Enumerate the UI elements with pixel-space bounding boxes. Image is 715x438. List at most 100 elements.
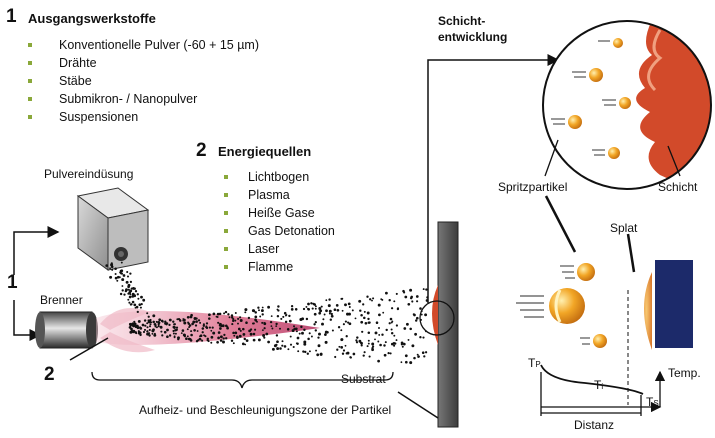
particle-dot bbox=[367, 317, 370, 321]
splat-pointer bbox=[626, 233, 636, 273]
particle-dot bbox=[122, 274, 126, 277]
particle-dot bbox=[114, 276, 118, 280]
substrate-plate bbox=[432, 221, 459, 428]
particle-dot bbox=[419, 336, 422, 339]
particle-dot bbox=[292, 345, 295, 349]
particle-dot bbox=[312, 302, 315, 306]
particle-dot bbox=[245, 339, 249, 342]
particle-dot bbox=[359, 341, 362, 344]
particle-dot bbox=[355, 341, 359, 344]
particle-dot bbox=[126, 275, 130, 278]
particle-dot bbox=[377, 359, 380, 363]
particle-dot bbox=[168, 318, 172, 322]
particle-dot bbox=[400, 361, 403, 364]
powder-injector-box-icon bbox=[76, 187, 150, 271]
particle-dot bbox=[288, 314, 291, 318]
particle-dot bbox=[290, 308, 294, 311]
particle-dot bbox=[212, 312, 216, 316]
particle-dot bbox=[129, 303, 132, 306]
particle-dot bbox=[116, 279, 119, 282]
particle-dot bbox=[422, 288, 425, 291]
particle-dot bbox=[336, 308, 340, 312]
particle-stream bbox=[105, 261, 429, 365]
particle-dot bbox=[307, 302, 310, 306]
particle-dot bbox=[138, 303, 141, 306]
particle-dot bbox=[236, 336, 239, 339]
particle-dot bbox=[403, 327, 407, 330]
particle-dot bbox=[360, 320, 364, 324]
particle-dot bbox=[349, 356, 352, 359]
particle-dot bbox=[129, 293, 132, 296]
particle-dot bbox=[218, 323, 222, 327]
particle-dot bbox=[419, 307, 422, 310]
particle-dot bbox=[390, 307, 394, 310]
particle-dot bbox=[218, 312, 222, 316]
particle-dot bbox=[165, 322, 169, 325]
particle-dot bbox=[363, 310, 366, 313]
particle-dot bbox=[146, 330, 149, 333]
particle-dot bbox=[394, 342, 397, 345]
particle-dot bbox=[181, 329, 185, 332]
particle-dot bbox=[409, 296, 413, 300]
particle-dot bbox=[363, 351, 366, 354]
particle-dot bbox=[177, 336, 180, 340]
particle-dot bbox=[114, 272, 117, 276]
particle-dot bbox=[368, 355, 371, 358]
particle-dot bbox=[295, 342, 298, 345]
particle-dot bbox=[258, 309, 260, 312]
particle-dot bbox=[219, 327, 222, 330]
particle-dot bbox=[146, 332, 150, 336]
particle-dot bbox=[109, 275, 113, 279]
particle-dot bbox=[411, 344, 415, 348]
particle-dot bbox=[366, 345, 369, 348]
particle-dot bbox=[424, 313, 428, 317]
particle-dot bbox=[395, 292, 398, 295]
particle-dot bbox=[174, 332, 177, 335]
particle-dot bbox=[415, 295, 419, 298]
particle-dot bbox=[232, 318, 235, 321]
particle-dot bbox=[302, 307, 306, 311]
particle-dot bbox=[283, 311, 287, 315]
temp-label: Temp. bbox=[668, 366, 701, 380]
particle-dot bbox=[146, 322, 149, 325]
particle-dot bbox=[310, 335, 313, 338]
particle-dot bbox=[195, 320, 198, 323]
particle-dot bbox=[276, 340, 279, 344]
list-item: Suspensionen bbox=[26, 108, 259, 126]
particle-dot bbox=[242, 327, 245, 331]
particle-dot bbox=[289, 343, 293, 346]
particle-dot bbox=[136, 293, 139, 296]
particle-dot bbox=[304, 350, 307, 354]
particle-dot bbox=[391, 320, 394, 323]
particle-dot bbox=[195, 340, 199, 343]
particle-dot bbox=[271, 347, 275, 351]
particle-dot bbox=[254, 315, 258, 319]
particle-dot bbox=[384, 341, 387, 344]
particle-dot bbox=[411, 300, 414, 303]
list-item: Submikron- / Nanopulver bbox=[26, 90, 259, 108]
particle-dot bbox=[354, 317, 357, 320]
particle-dot bbox=[313, 312, 317, 316]
particle-dot bbox=[262, 334, 266, 337]
particle-dot bbox=[277, 305, 280, 308]
particle-dot bbox=[277, 309, 280, 312]
particle-dot bbox=[306, 352, 309, 355]
particle-dot bbox=[225, 324, 228, 328]
particle-dot bbox=[120, 261, 123, 264]
particle-dot bbox=[237, 327, 241, 331]
particle-dot bbox=[280, 317, 283, 320]
particle-dot bbox=[149, 323, 152, 326]
particle-dot bbox=[422, 336, 425, 339]
particle-dot bbox=[222, 337, 225, 340]
particle-dot bbox=[288, 319, 292, 323]
particle-dot bbox=[284, 320, 288, 324]
particle-dot bbox=[177, 317, 181, 321]
particle-dot bbox=[155, 326, 158, 329]
particle-dot bbox=[131, 323, 135, 327]
tp-label: TP bbox=[528, 356, 541, 370]
particle-dot bbox=[401, 345, 404, 348]
particle-dot bbox=[331, 329, 334, 332]
particle-dot bbox=[217, 331, 221, 334]
particle-dot bbox=[395, 339, 398, 342]
